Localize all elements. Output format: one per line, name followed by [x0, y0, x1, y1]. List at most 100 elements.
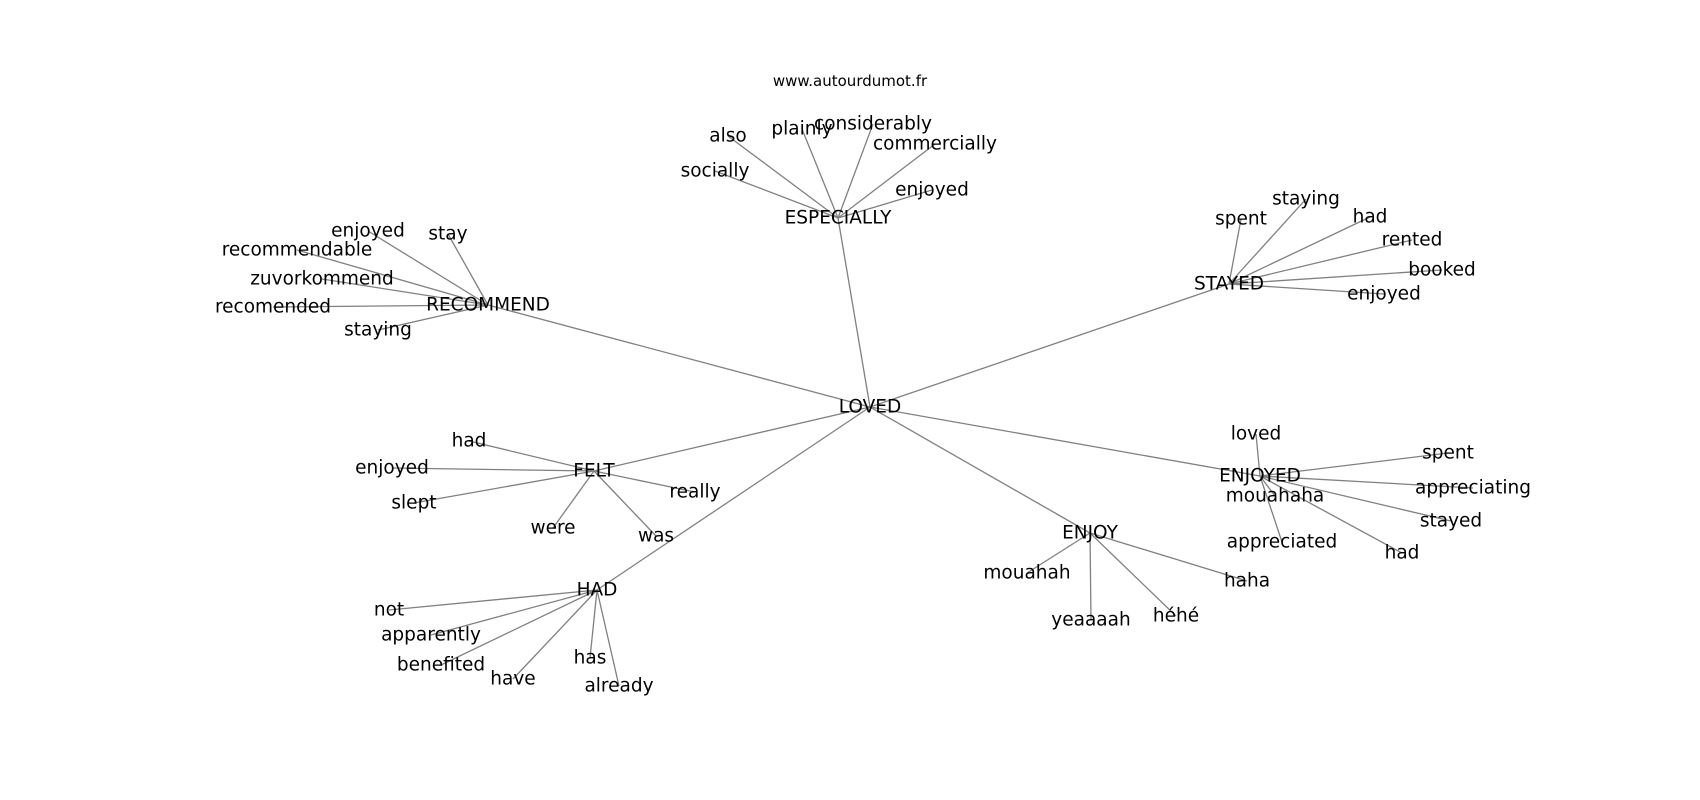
edge-felt-leaf — [468, 440, 595, 472]
edge-especially-leaf — [837, 143, 936, 219]
edge-root-enjoy — [869, 406, 1091, 534]
edge-enjoyed-leaf — [1259, 452, 1449, 477]
hub-node-had: HAD — [577, 580, 618, 601]
edge-root-enjoyed — [869, 406, 1261, 477]
edge-recommend-leaf — [296, 249, 489, 306]
edge-felt-leaf — [391, 467, 595, 472]
leaf-node: recomended — [215, 297, 331, 318]
leaf-node: yeaaaah — [1051, 610, 1130, 631]
hub-node-enjoy: ENJOY — [1062, 523, 1119, 544]
edge-root-recommend — [487, 304, 871, 408]
leaf-node: enjoyed — [1347, 284, 1421, 305]
edge-felt-leaf — [593, 470, 696, 493]
hub-node-stayed: STAYED — [1194, 274, 1264, 295]
leaf-node: really — [669, 482, 720, 503]
leaf-node: commercially — [873, 134, 997, 155]
leaf-node: have — [490, 669, 535, 690]
edge-recommend-leaf — [272, 304, 489, 308]
edge-especially-leaf — [801, 128, 839, 219]
leaf-node: mouahaha — [1226, 486, 1325, 507]
leaf-node: stay — [428, 224, 467, 245]
edge-enjoyed-leaf — [1259, 475, 1452, 522]
edge-enjoyed-leaf — [1259, 475, 1474, 489]
edge-enjoy-leaf — [1089, 532, 1092, 621]
edge-stayed-leaf — [1228, 216, 1371, 285]
leaf-node: staying — [1272, 189, 1340, 210]
source-credit: www.autourdumot.fr — [772, 72, 928, 90]
edge-root-had — [596, 406, 871, 591]
leaf-node: stayed — [1420, 511, 1482, 532]
edge-had-leaf — [388, 589, 598, 611]
leaf-node: already — [584, 676, 653, 697]
hub-node-especially: ESPECIALLY — [785, 208, 892, 229]
leaf-node: enjoyed — [895, 180, 969, 201]
edge-recommend-leaf — [377, 304, 489, 331]
leaf-node: were — [530, 518, 575, 539]
edge-had-leaf — [440, 589, 598, 666]
edges-layer — [272, 123, 1474, 687]
leaf-node: loved — [1231, 424, 1282, 445]
leaf-node: had — [452, 431, 487, 452]
edge-especially-leaf — [837, 123, 874, 219]
leaf-node: benefited — [397, 655, 485, 676]
leaf-node: staying — [344, 320, 412, 341]
leaf-node: spent — [1215, 209, 1267, 230]
edge-stayed-leaf — [1228, 283, 1385, 295]
leaf-node: had — [1385, 543, 1420, 564]
hub-node-recommend: RECOMMEND — [426, 295, 550, 316]
leaf-node: haha — [1224, 571, 1270, 592]
leaf-node: has — [574, 648, 607, 669]
edge-recommend-leaf — [321, 278, 489, 306]
leaf-node: rented — [1382, 230, 1443, 251]
edge-felt-leaf — [552, 470, 595, 529]
leaf-node: apparently — [381, 625, 481, 646]
leaf-node: had — [1353, 207, 1388, 228]
hub-node-felt: FELT — [573, 461, 615, 482]
edge-had-leaf — [512, 589, 598, 680]
edge-enjoy-leaf — [1026, 532, 1091, 574]
leaf-node: booked — [1408, 260, 1476, 281]
leaf-node: not — [374, 600, 404, 621]
edge-enjoyed-leaf — [1259, 475, 1276, 497]
leaf-node: spent — [1422, 443, 1474, 464]
leaf-node: also — [709, 126, 746, 147]
edge-recommend-leaf — [447, 233, 489, 306]
leaf-node: appreciating — [1415, 478, 1531, 499]
hub-node-enjoyed: ENJOYED — [1219, 466, 1301, 487]
root-node: LOVED — [839, 397, 901, 418]
edge-enjoyed-leaf — [1259, 475, 1283, 543]
edge-enjoy-leaf — [1089, 532, 1248, 582]
leaf-node: considerably — [814, 114, 932, 135]
leaf-node: plainly — [771, 119, 832, 140]
edge-had-leaf — [596, 589, 620, 687]
leaf-node: héhé — [1153, 606, 1199, 627]
edge-had-leaf — [589, 589, 598, 659]
edge-root-stayed — [869, 283, 1230, 408]
edge-especially-leaf — [727, 135, 839, 219]
edge-recommend-leaf — [367, 230, 489, 306]
leaf-node: socially — [681, 161, 750, 182]
edge-had-leaf — [430, 589, 598, 636]
edge-enjoy-leaf — [1089, 532, 1177, 617]
leaf-node: slept — [391, 493, 436, 514]
edge-especially-leaf — [837, 189, 933, 219]
leaf-node: appreciated — [1227, 532, 1337, 553]
edge-felt-leaf — [413, 470, 595, 504]
edge-stayed-leaf — [1228, 269, 1443, 285]
leaf-node: enjoyed — [355, 458, 429, 479]
edge-enjoyed-leaf — [1259, 475, 1403, 554]
edge-root-especially — [837, 217, 871, 408]
edge-stayed-leaf — [1228, 198, 1307, 285]
leaf-node: recommendable — [222, 240, 373, 261]
leaf-node: mouahah — [983, 563, 1070, 584]
leaf-node: enjoyed — [331, 221, 405, 242]
edge-root-felt — [593, 406, 871, 472]
leaf-node: was — [638, 526, 674, 547]
edge-felt-leaf — [593, 470, 657, 537]
edge-stayed-leaf — [1228, 218, 1242, 285]
edge-stayed-leaf — [1228, 239, 1413, 285]
edge-especially-leaf — [714, 170, 839, 219]
edge-enjoyed-leaf — [1255, 433, 1261, 477]
leaf-node: zuvorkommend — [250, 269, 394, 290]
